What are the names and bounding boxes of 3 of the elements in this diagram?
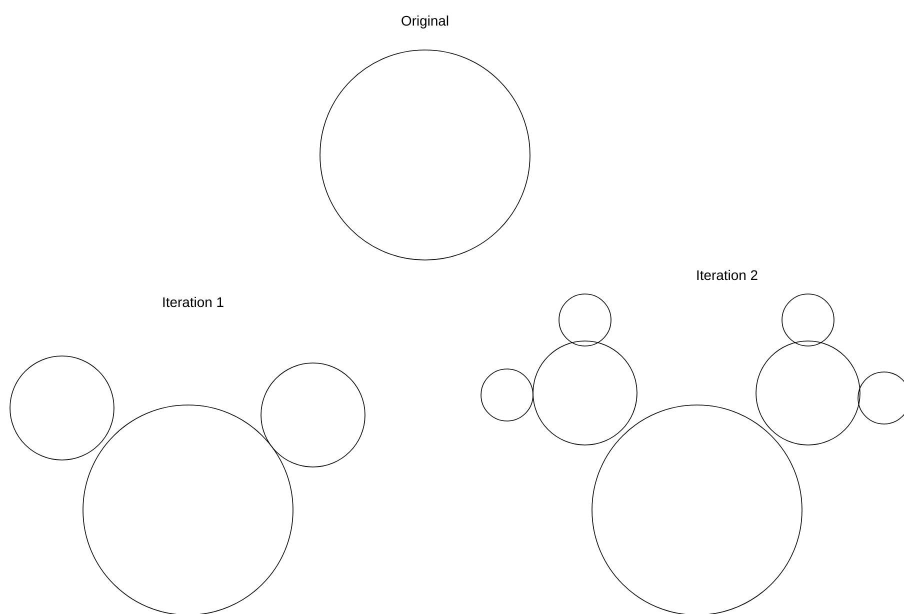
heading: Original [402, 16, 448, 28]
heading: Iteration 2 [697, 270, 758, 280]
heading: Iteration 1 [163, 296, 224, 308]
